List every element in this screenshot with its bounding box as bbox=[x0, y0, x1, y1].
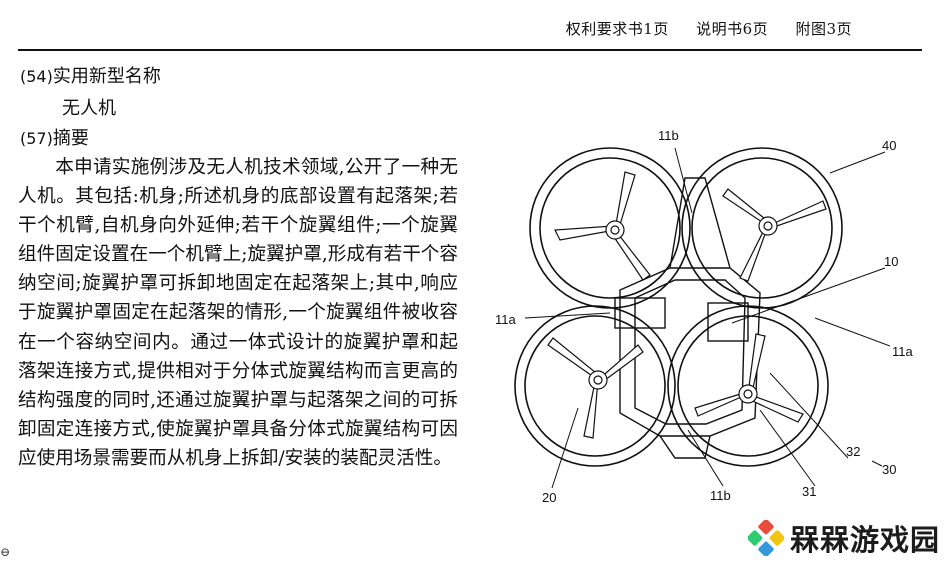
description-page-count: 说明书6页 bbox=[696, 20, 769, 38]
watermark-logo-icon bbox=[748, 520, 784, 556]
watermark-text: 槑槑游戏园 bbox=[790, 523, 941, 557]
label-11b-top: 11b bbox=[658, 128, 679, 143]
abstract-section-code: (57) bbox=[20, 129, 53, 148]
propellers bbox=[547, 171, 827, 439]
label-10: 10 bbox=[884, 254, 898, 269]
document-header: 权利要求书1页 说明书6页 附图3页 bbox=[544, 18, 852, 39]
abstract-paragraph: 本申请实施例涉及无人机技术领域,公开了一种无人机。其包括:机身;所述机身的底部设… bbox=[18, 157, 458, 469]
name-section-heading: 实用新型名称 bbox=[52, 66, 161, 87]
abstract-section-label: (57)摘要 bbox=[20, 124, 89, 150]
label-11a-left: 11a bbox=[495, 312, 516, 327]
label-11a-right: 11a bbox=[892, 344, 913, 359]
label-31: 31 bbox=[802, 484, 816, 499]
label-11b-bottom: 11b bbox=[710, 488, 731, 503]
drawing-page-count: 附图3页 bbox=[795, 20, 852, 38]
name-section-code: (54) bbox=[20, 67, 53, 86]
label-30: 30 bbox=[882, 462, 896, 477]
abstract-body: 本申请实施例涉及无人机技术领域,公开了一种无人机。其包括:机身;所述机身的底部设… bbox=[18, 153, 458, 473]
site-watermark: 槑槑游戏园 bbox=[748, 516, 940, 560]
claims-page-count: 权利要求书1页 bbox=[565, 20, 669, 38]
header-rule bbox=[18, 49, 922, 51]
label-20: 20 bbox=[542, 490, 556, 505]
label-40: 40 bbox=[882, 138, 896, 153]
name-section-label: (54)实用新型名称 bbox=[20, 62, 161, 88]
drone-body bbox=[614, 177, 761, 459]
corner-mark: ⊖ bbox=[0, 545, 11, 559]
utility-model-name: 无人机 bbox=[62, 98, 116, 119]
label-32: 32 bbox=[846, 444, 860, 459]
abstract-section-heading: 摘要 bbox=[52, 128, 89, 149]
leader-lines bbox=[524, 147, 891, 489]
drone-patent-figure: 11b 40 10 11a 11a 32 30 20 11b 31 bbox=[495, 128, 913, 505]
